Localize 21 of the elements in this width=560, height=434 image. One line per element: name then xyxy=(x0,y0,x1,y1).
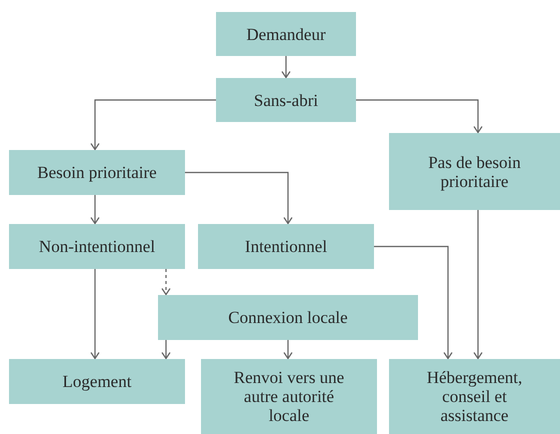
arrow xyxy=(90,195,100,224)
arrow xyxy=(283,340,293,360)
arrow xyxy=(90,99,216,150)
arrow xyxy=(90,269,100,360)
process-box: Logement xyxy=(9,359,185,404)
process-box: Connexion locale xyxy=(158,295,418,340)
process-box: Pas de besoin prioritaire xyxy=(389,133,560,210)
process-box: Renvoi vers une autre autorité locale xyxy=(201,359,377,434)
arrow xyxy=(281,56,291,78)
arrow xyxy=(374,246,453,360)
process-box: Sans-abri xyxy=(216,78,356,122)
process-box: Demandeur xyxy=(216,12,356,56)
process-box: Hébergement, conseil et assistance xyxy=(389,359,560,434)
process-box: Non-intentionnel xyxy=(9,224,185,269)
arrow xyxy=(185,172,293,224)
arrow xyxy=(161,269,171,296)
arrow xyxy=(473,210,483,360)
arrow xyxy=(356,99,483,134)
arrow xyxy=(161,340,171,360)
process-box: Besoin prioritaire xyxy=(9,150,185,195)
process-box: Intentionnel xyxy=(198,224,374,269)
